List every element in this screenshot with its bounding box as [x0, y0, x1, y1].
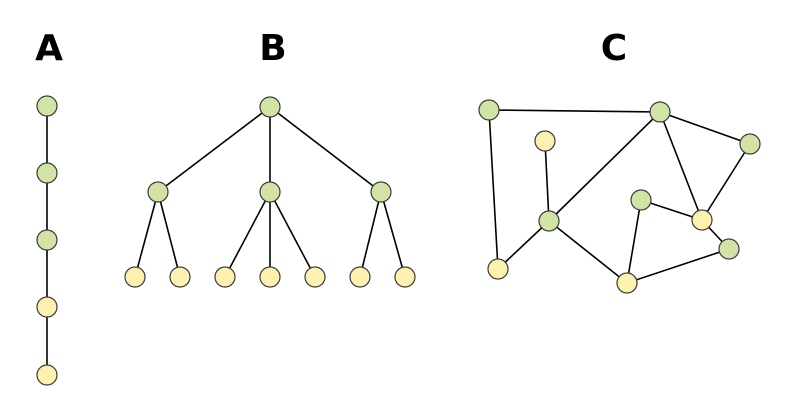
graph-node-a2 — [36, 162, 58, 184]
graph-node-c7 — [691, 209, 713, 231]
panel-label-b: B — [259, 28, 286, 69]
graph-edge-c1-c2 — [488, 109, 661, 113]
graph-node-c1 — [478, 99, 500, 121]
graph-edge-c1-c9 — [488, 109, 499, 270]
graph-node-a5 — [36, 364, 58, 386]
graph-node-b2 — [259, 181, 281, 203]
graph-edge-c6-c7 — [640, 199, 703, 221]
graph-edge-c5-c10 — [548, 220, 628, 284]
graph-node-b7 — [259, 266, 281, 288]
graph-edge-b3-b10 — [380, 191, 406, 278]
graph-edge-b2-b6 — [224, 191, 271, 278]
graph-edge-c2-c7 — [659, 111, 703, 221]
graph-edge-c5-c2 — [548, 111, 661, 222]
nodes-layer — [36, 95, 761, 386]
graph-edge-c6-c10 — [626, 199, 642, 284]
graph-node-c8 — [718, 238, 740, 260]
graph-node-c10 — [616, 272, 638, 294]
graph-edge-b0-b1 — [157, 106, 271, 193]
graph-edge-b0-b3 — [269, 106, 382, 193]
edges-layer — [46, 106, 751, 375]
graph-edge-c2-c3 — [659, 111, 751, 145]
graph-node-b9 — [349, 266, 371, 288]
graph-node-c3 — [739, 133, 761, 155]
graph-node-b10 — [394, 266, 416, 288]
graph-edge-b2-b8 — [269, 191, 316, 278]
graph-edge-c4-c5 — [544, 140, 550, 222]
graph-edge-c10-c8 — [626, 248, 730, 284]
graph-edge-b3-b9 — [359, 191, 382, 278]
graph-node-b3 — [370, 181, 392, 203]
graph-node-b4 — [124, 266, 146, 288]
graph-edge-b1-b5 — [157, 191, 181, 278]
graph-node-b8 — [304, 266, 326, 288]
graph-node-c4 — [534, 130, 556, 152]
graph-edge-c3-c7 — [701, 143, 751, 221]
graph-node-b6 — [214, 266, 236, 288]
graph-node-a4 — [36, 296, 58, 318]
labels-layer: A B C — [35, 28, 627, 69]
panel-label-a: A — [35, 28, 63, 69]
panel-label-c: C — [601, 28, 627, 69]
graph-node-c6 — [630, 189, 652, 211]
graph-node-a1 — [36, 95, 58, 117]
graph-edge-b1-b4 — [134, 191, 159, 278]
graph-edge-c9-c5 — [497, 220, 550, 270]
graph-node-a3 — [36, 229, 58, 251]
graph-node-c2 — [649, 101, 671, 123]
graph-node-c9 — [487, 258, 509, 280]
graph-node-b5 — [169, 266, 191, 288]
graph-node-b0 — [259, 96, 281, 118]
graph-node-b1 — [147, 181, 169, 203]
graph-node-c5 — [538, 210, 560, 232]
